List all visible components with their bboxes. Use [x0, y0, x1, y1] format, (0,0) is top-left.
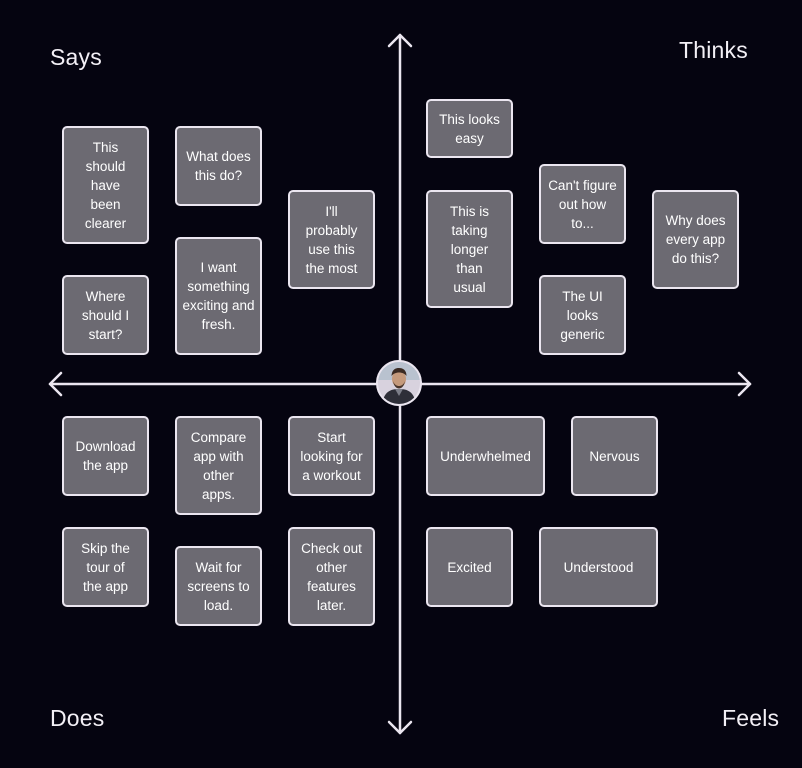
sticky-note-text: Understood — [563, 559, 634, 575]
sticky-note-text: Can't figure out how to... — [548, 177, 617, 231]
quadrant-label-feels: Feels — [722, 705, 780, 731]
sticky-note[interactable]: Start looking for a workout — [288, 416, 375, 496]
sticky-note[interactable]: Wait for screens to load. — [175, 546, 262, 626]
sticky-note-text: Start looking for a workout — [300, 429, 363, 483]
sticky-note[interactable]: This should have been clearer — [62, 126, 149, 244]
sticky-note-text: This is taking longer than usual — [449, 203, 489, 295]
sticky-note[interactable]: What does this do? — [175, 126, 262, 206]
arrow-up-icon — [387, 33, 413, 48]
sticky-note[interactable]: Underwhelmed — [426, 416, 545, 496]
sticky-note-text: Where should I start? — [81, 288, 130, 342]
sticky-note[interactable]: Why does every app do this? — [652, 190, 739, 289]
sticky-note[interactable]: Skip the tour of the app — [62, 527, 149, 607]
sticky-note[interactable]: I want something exciting and fresh. — [175, 237, 262, 355]
sticky-note-text: Underwhelmed — [440, 448, 531, 464]
sticky-note-text: Skip the tour of the app — [81, 540, 130, 594]
sticky-note-text: The UI looks generic — [560, 288, 605, 342]
sticky-note[interactable]: Where should I start? — [62, 275, 149, 355]
quadrant-label-says: Says — [50, 44, 102, 70]
sticky-note-text: Wait for screens to load. — [187, 559, 250, 613]
user-avatar-icon — [376, 360, 422, 406]
sticky-note-text: This looks easy — [439, 111, 500, 146]
sticky-note-text: I'll probably use this the most — [305, 203, 358, 276]
sticky-note[interactable]: The UI looks generic — [539, 275, 626, 355]
arrow-left-icon — [48, 371, 63, 397]
arrow-down-icon — [387, 720, 413, 735]
sticky-note[interactable]: Can't figure out how to... — [539, 164, 626, 244]
sticky-note[interactable]: Check out other features later. — [288, 527, 375, 626]
sticky-note-text: I want something exciting and fresh. — [182, 260, 255, 332]
sticky-note[interactable]: Nervous — [571, 416, 658, 496]
sticky-note-text: Excited — [447, 559, 492, 575]
sticky-note[interactable]: Excited — [426, 527, 513, 607]
sticky-note-text: Download the app — [75, 439, 136, 473]
sticky-note-text: What does this do? — [186, 149, 251, 183]
sticky-note[interactable]: Download the app — [62, 416, 149, 496]
sticky-note-text: Check out other features later. — [301, 540, 362, 613]
sticky-note[interactable]: This is taking longer than usual — [426, 190, 513, 308]
sticky-note[interactable]: I'll probably use this the most — [288, 190, 375, 289]
sticky-note[interactable]: This looks easy — [426, 99, 513, 158]
sticky-note[interactable]: Compare app with other apps. — [175, 416, 262, 515]
quadrant-label-thinks: Thinks — [679, 37, 748, 63]
sticky-note-text: Compare app with other apps. — [190, 429, 247, 502]
sticky-note-text: This should have been clearer — [84, 139, 127, 231]
sticky-note-text: Why does every app do this? — [665, 213, 726, 266]
quadrant-label-does: Does — [50, 705, 105, 731]
arrow-right-icon — [737, 371, 752, 397]
sticky-note[interactable]: Understood — [539, 527, 658, 607]
sticky-note-text: Nervous — [589, 448, 640, 464]
